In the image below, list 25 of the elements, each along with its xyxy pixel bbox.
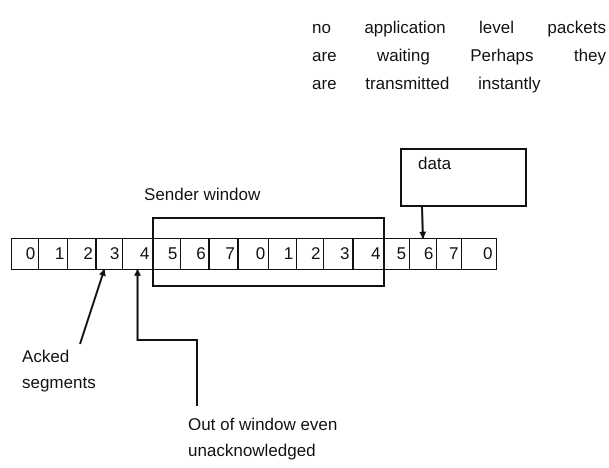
sequence-cell: 1 — [268, 238, 298, 270]
callout-text: Out of window even unacknowledged — [188, 412, 388, 464]
sequence-cell: 1 — [38, 238, 68, 270]
sequence-cell: 7 — [208, 238, 239, 270]
sequence-cell: 2 — [66, 238, 97, 270]
sequence-cell: 3 — [95, 238, 124, 270]
sequence-cell: 6 — [180, 238, 210, 270]
sequence-cell: 4 — [352, 238, 384, 270]
sequence-cell: 2 — [296, 238, 324, 270]
sequence-cell: 4 — [122, 238, 154, 270]
sequence-cell: 6 — [408, 238, 438, 270]
sequence-cell: 5 — [152, 238, 182, 270]
sequence-cell: 7 — [436, 238, 462, 270]
arrow — [79, 268, 106, 344]
callout-text: Acked segments — [22, 344, 132, 396]
data-box: data — [400, 148, 527, 207]
sequence-cell: 0 — [10, 238, 40, 270]
note-text: no application level packets are waiting Perhaps they are transmitted instantly — [312, 17, 606, 95]
sequence-cell: 5 — [383, 238, 410, 270]
sequence-cell: 0 — [461, 238, 496, 270]
window-title: Sender window — [144, 185, 260, 205]
arrow — [134, 268, 198, 406]
sequence-cell: 3 — [323, 238, 354, 270]
arrow — [419, 206, 426, 239]
sequence-cell: 0 — [237, 238, 270, 270]
